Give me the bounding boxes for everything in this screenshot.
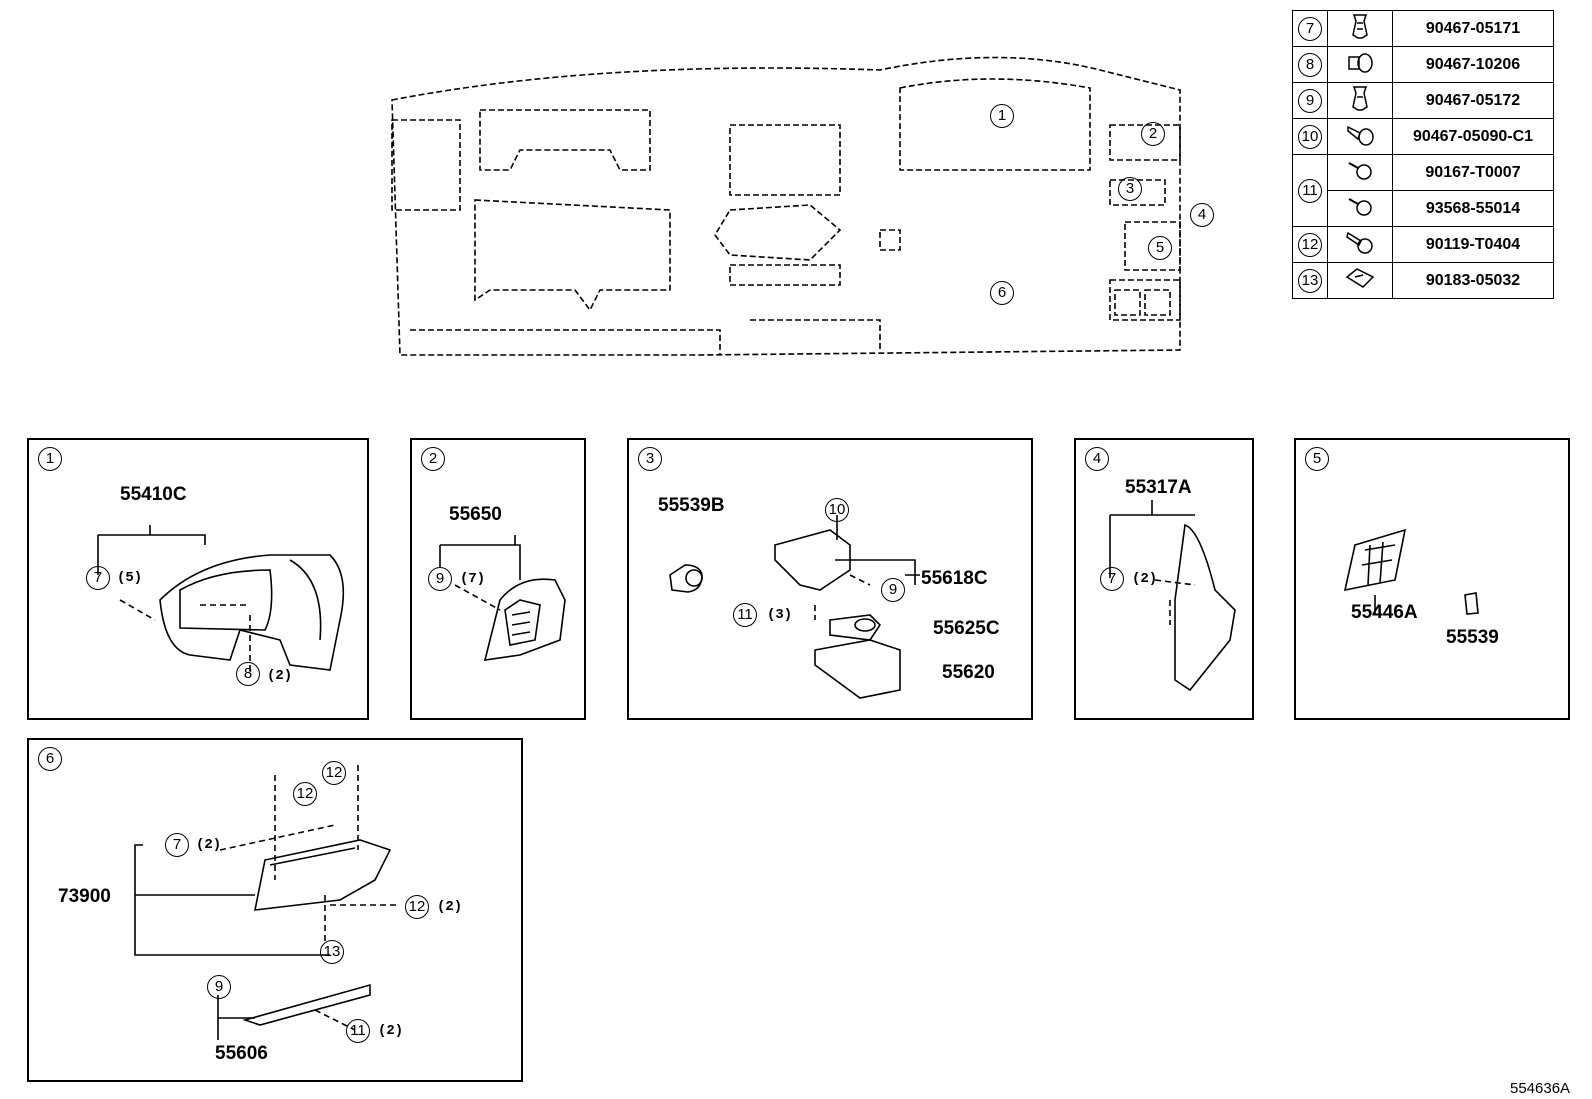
fastener-callout-9: 9	[881, 578, 905, 602]
fastener-callout-12: 12	[405, 895, 429, 919]
table-row: 11 90167-T0007	[1292, 154, 1554, 227]
dashboard-overview	[391, 56, 1181, 356]
switch-base-and-switch	[1343, 528, 1479, 615]
clip-icon	[1327, 10, 1393, 47]
figure-code: 554636A	[1510, 1080, 1571, 1097]
overview-callout-3: 3	[1118, 177, 1142, 201]
panel-id: 5	[1305, 447, 1329, 471]
overview-callout-2: 2	[1141, 122, 1165, 146]
part-label-73900: 73900	[58, 886, 111, 907]
part-number: 90183-05032	[1392, 262, 1554, 299]
part-label-55410C: 55410C	[120, 484, 187, 505]
panel-5: 5 55446A 55539	[1294, 438, 1570, 720]
panel-id: 3	[638, 447, 662, 471]
quantity-label: (2)	[196, 837, 222, 853]
quantity-label: (2)	[437, 899, 463, 915]
fastener-callout-13: 13	[320, 940, 344, 964]
fastener-callout-10: 10	[825, 498, 849, 522]
ref-cell: 10	[1292, 118, 1328, 155]
fastener-callout-9: 9	[207, 975, 231, 999]
fastener-callout-12: 12	[293, 782, 317, 806]
table-row: 7 90467-05171	[1292, 10, 1554, 47]
part-number: 90119-T0404	[1392, 226, 1554, 263]
overview-callout-6: 6	[990, 281, 1014, 305]
instrument-panel-side-trim	[1174, 523, 1236, 692]
nut-clip-icon	[1327, 262, 1393, 299]
quantity-label: (2)	[267, 668, 293, 684]
part-number: 90467-05171	[1392, 10, 1554, 47]
fastener-callout-7: 7	[165, 833, 189, 857]
panel-id: 6	[38, 747, 62, 771]
panel-3-parts	[669, 529, 901, 699]
fastener-callout-11: 11	[346, 1019, 370, 1043]
part-label-55539: 55539	[1446, 627, 1499, 648]
quantity-label: (2)	[1132, 571, 1158, 587]
table-row: 93568-55014	[1293, 190, 1554, 227]
ref-cell: 13	[1292, 262, 1328, 299]
part-label-55618C: 55618C	[921, 568, 988, 589]
glove-box-assembly	[242, 839, 392, 1026]
side-register-vent	[483, 578, 566, 661]
part-label-55650: 55650	[449, 504, 502, 525]
panel-6: 6 12 12 7 (2) 73900 12 (2) 13 9 11 (2) 5…	[27, 738, 523, 1082]
fastener-callout-8: 8	[236, 662, 260, 686]
part-label-55317A: 55317A	[1125, 477, 1192, 498]
quantity-label: (5)	[117, 570, 143, 586]
panel-id: 1	[38, 447, 62, 471]
fastener-callout-12: 12	[322, 761, 346, 785]
part-number: 90467-05172	[1392, 82, 1554, 119]
ref-cell: 7	[1292, 10, 1328, 47]
part-number: 90467-10206	[1392, 46, 1554, 83]
overview-callout-4: 4	[1190, 203, 1214, 227]
part-label-55625C: 55625C	[933, 618, 1000, 639]
part-number: 93568-55014	[1392, 190, 1554, 227]
part-label-55539B: 55539B	[658, 495, 725, 516]
table-row: 8 90467-10206	[1292, 46, 1554, 83]
combination-meter-cluster-finish-panel	[159, 554, 345, 671]
table-row: 12 90119-T0404	[1292, 226, 1554, 263]
quantity-label: (2)	[378, 1023, 404, 1039]
panel-3: 3 55539B 55618C 55625C 55620 10 9 11 (3)	[627, 438, 1033, 720]
part-label-55606: 55606	[215, 1043, 268, 1064]
fastener-callout-11: 11	[733, 603, 757, 627]
quantity-label: (3)	[767, 607, 793, 623]
panel-1: 1 55410C 7 (5) 8 (2)	[27, 438, 369, 720]
overview-callout-1: 1	[990, 104, 1014, 128]
fastener-callout-7: 7	[86, 566, 110, 590]
fastener-callout-7: 7	[1100, 567, 1124, 591]
fastener-callout-9: 9	[428, 567, 452, 591]
dashed-leaders	[119, 574, 1196, 1031]
quantity-label: (7)	[460, 571, 486, 587]
panel-id: 2	[421, 447, 445, 471]
panel-4: 4 55317A 7 (2)	[1074, 438, 1254, 720]
panel-2: 2 55650 9 (7)	[410, 438, 586, 720]
part-label-55446A: 55446A	[1351, 602, 1418, 623]
panel-id: 4	[1085, 447, 1109, 471]
part-label-55620: 55620	[942, 662, 995, 683]
overview-callout-5: 5	[1148, 236, 1172, 260]
table-row: 13 90183-05032	[1292, 262, 1554, 299]
fastener-table: 7 90467-05171 8 90467-10206 9 90467-0517…	[1292, 10, 1554, 299]
